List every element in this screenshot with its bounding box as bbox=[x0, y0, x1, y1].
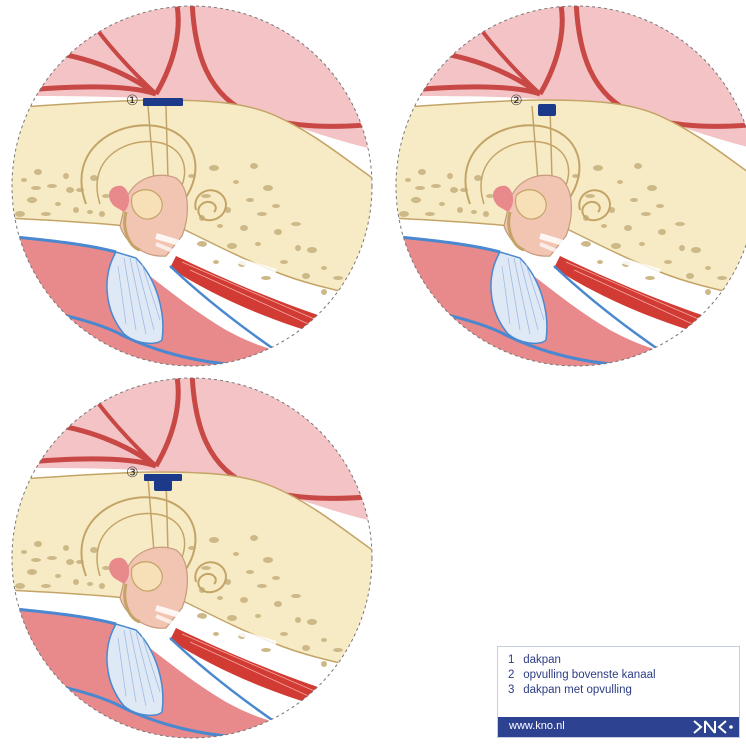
legend-item: 1 dakpan bbox=[508, 653, 739, 668]
legend-item-label: opvulling bovenste kanaal bbox=[523, 669, 655, 681]
roof-tile-patch-icon bbox=[143, 98, 183, 106]
kno-logo-icon bbox=[691, 718, 735, 736]
canal-plug-icon bbox=[154, 480, 172, 491]
panel-marker: ② bbox=[510, 93, 523, 109]
ear-cross-section-diagram: ② bbox=[390, 0, 746, 372]
ear-cross-section-diagram: ③ bbox=[6, 372, 378, 744]
legend-item-label: dakpan bbox=[523, 654, 561, 666]
legend-item-number: 2 bbox=[508, 668, 520, 683]
panel-marker: ③ bbox=[126, 465, 139, 481]
legend-box: 1 dakpan 2 opvulling bovenste kanaal 3 d… bbox=[497, 646, 740, 738]
legend-item: 2 opvulling bovenste kanaal bbox=[508, 668, 739, 683]
site-url-link[interactable]: www.kno.nl bbox=[509, 720, 565, 732]
diagram-panel-1: ① bbox=[6, 0, 378, 372]
canal-plug-icon bbox=[538, 104, 556, 116]
diagram-panel-2: ② bbox=[390, 0, 746, 372]
legend-item: 3 dakpan met opvulling bbox=[508, 683, 739, 698]
panel-marker: ① bbox=[126, 93, 139, 109]
diagram-panel-3: ③ bbox=[6, 372, 378, 744]
roof-tile-patch-icon bbox=[144, 474, 182, 481]
legend-item-number: 1 bbox=[508, 653, 520, 668]
legend-list: 1 dakpan 2 opvulling bovenste kanaal 3 d… bbox=[498, 647, 739, 698]
legend-item-number: 3 bbox=[508, 683, 520, 698]
legend-item-label: dakpan met opvulling bbox=[523, 684, 632, 696]
brand-bar: www.kno.nl bbox=[498, 717, 739, 737]
ear-cross-section-diagram: ① bbox=[6, 0, 378, 372]
